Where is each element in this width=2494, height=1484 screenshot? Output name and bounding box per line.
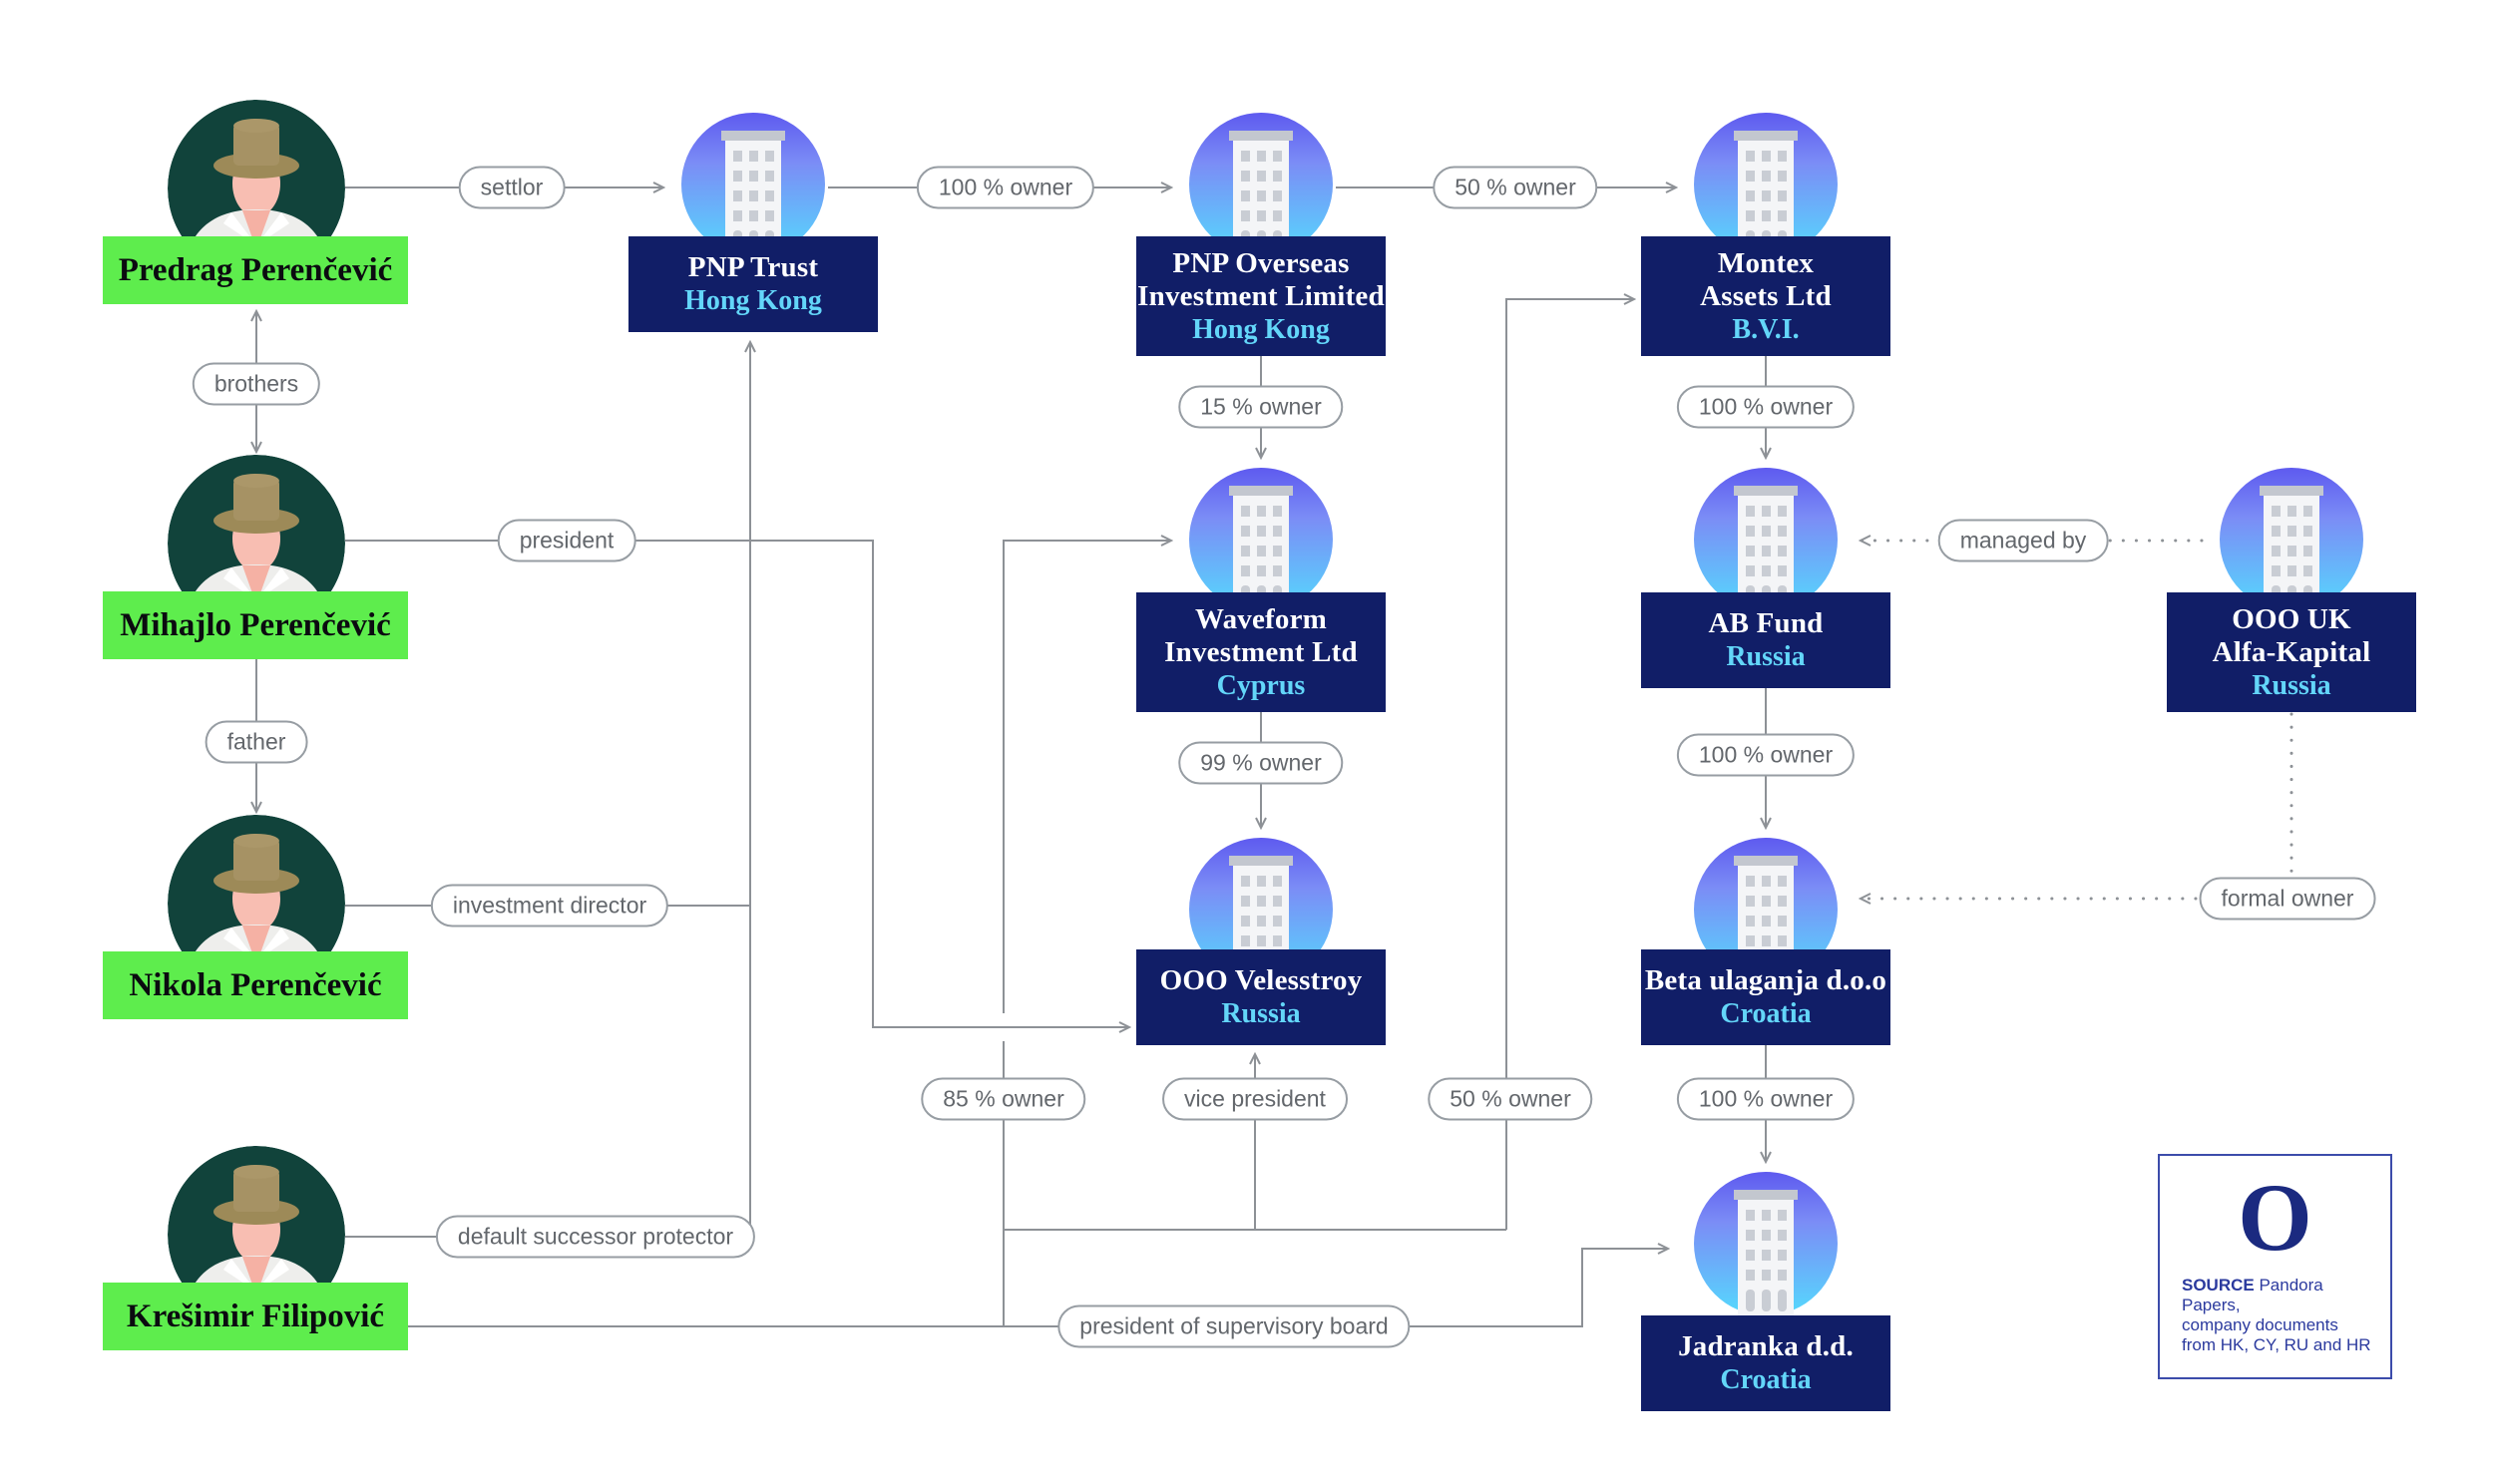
company-name: AB Fund — [1708, 607, 1824, 639]
relation-pill-owner50-top: 50 % owner — [1433, 166, 1598, 209]
company-location: Croatia — [1720, 1364, 1812, 1395]
person-name: Nikola Perenčević — [129, 966, 382, 1003]
company-name-2: Assets Ltd — [1700, 279, 1832, 312]
company-name: Jadranka d.d. — [1678, 1330, 1854, 1362]
person-label-nikola: Nikola Perenčević — [103, 951, 408, 1019]
relation-pill-owner15: 15 % owner — [1178, 385, 1344, 429]
company-node-pnp-trust: PNP Trust Hong Kong — [628, 236, 878, 332]
company-node-pnp-overseas: PNP Overseas Investment Limited Hong Kon… — [1136, 236, 1386, 356]
company-node-alfa-kapital: OOO UK Alfa-Kapital Russia — [2167, 592, 2416, 712]
person-icon — [168, 455, 345, 632]
source-line2: company documents — [2182, 1315, 2338, 1334]
relation-pill-formal-owner: formal owner — [2199, 877, 2376, 921]
relation-pill-owner85: 85 % owner — [921, 1077, 1086, 1121]
relation-pill-vice-president: vice president — [1162, 1077, 1348, 1121]
relation-pill-president: president — [497, 519, 636, 562]
company-name: OOO UK — [2232, 602, 2351, 635]
company-name-2: Investment Ltd — [1164, 635, 1358, 668]
source-label: SOURCE — [2182, 1276, 2260, 1295]
company-name: Waveform — [1194, 602, 1328, 635]
relation-pill-owner100-top: 100 % owner — [916, 166, 1095, 209]
company-node-waveform: Waveform Investment Ltd Cyprus — [1136, 592, 1386, 712]
company-name: PNP Overseas — [1172, 246, 1350, 279]
company-node-ab-fund: AB Fund Russia — [1641, 592, 1890, 688]
company-name: Beta ulaganja d.o.o — [1644, 964, 1887, 996]
relation-pill-supervisory: president of supervisory board — [1057, 1304, 1411, 1348]
relation-pill-managed-by: managed by — [1937, 519, 2109, 562]
relation-pill-owner100-montex: 100 % owner — [1676, 385, 1856, 429]
company-node-jadranka: Jadranka d.d. Croatia — [1641, 1315, 1890, 1411]
relation-pill-owner99: 99 % owner — [1178, 741, 1344, 785]
person-name: Mihajlo Perenčević — [120, 606, 391, 643]
building-icon — [1734, 1190, 1798, 1319]
company-name: PNP Trust — [687, 251, 819, 283]
company-location: Hong Kong — [684, 285, 822, 316]
company-circle-pnp-trust — [681, 113, 825, 260]
edge-protector-trunk — [345, 343, 750, 1238]
company-name: OOO Velesstroy — [1159, 964, 1363, 996]
company-location: B.V.I. — [1732, 313, 1800, 345]
company-location: Russia — [1726, 641, 1806, 672]
company-location: Croatia — [1720, 998, 1812, 1029]
company-location: Cyprus — [1216, 669, 1306, 701]
source-box: O SOURCE Pandora Papers, company documen… — [2158, 1154, 2392, 1379]
edge-owner85-high — [1003, 541, 1170, 1013]
source-text: SOURCE Pandora Papers, company documents… — [2182, 1276, 2377, 1355]
company-location: Russia — [2252, 669, 2331, 701]
relation-pill-owner100-ab: 100 % owner — [1676, 733, 1856, 777]
relation-pill-owner100-beta: 100 % owner — [1676, 1077, 1856, 1121]
company-name-2: Investment Limited — [1137, 279, 1385, 312]
company-node-velesstroy: OOO Velesstroy Russia — [1136, 949, 1386, 1045]
occrp-o-logo: O — [2238, 1164, 2312, 1271]
company-location: Russia — [1221, 998, 1301, 1029]
relation-pill-father: father — [205, 720, 308, 764]
person-name: Krešimir Filipović — [126, 1298, 385, 1334]
edge-president — [345, 540, 1128, 1027]
relation-pill-owner50-bottom: 50 % owner — [1428, 1077, 1593, 1121]
person-name: Predrag Perenčević — [118, 251, 393, 288]
relation-pill-brothers: brothers — [192, 362, 321, 406]
company-location: Hong Kong — [1192, 313, 1330, 345]
company-circle-jadranka — [1694, 1172, 1838, 1319]
company-name-2: Alfa-Kapital — [2212, 635, 2371, 668]
company-node-beta-ulaganja: Beta ulaganja d.o.o Croatia — [1641, 949, 1890, 1045]
relation-pill-protector: default successor protector — [435, 1215, 756, 1259]
edge-supervisory — [408, 1249, 1667, 1327]
company-node-montex: Montex Assets Ltd B.V.I. — [1641, 236, 1890, 356]
source-line3: from HK, CY, RU and HR — [2182, 1335, 2371, 1354]
person-label-kresimir: Krešimir Filipović — [103, 1283, 408, 1350]
relation-pill-investment-director: investment director — [430, 884, 669, 928]
person-label-predrag: Predrag Perenčević — [103, 236, 408, 304]
person-label-mihajlo: Mihajlo Perenčević — [103, 591, 408, 659]
company-name: Montex — [1717, 246, 1815, 279]
company-circle-alfa-kapital — [2220, 468, 2363, 615]
source-line1: Pandora Papers, — [2182, 1276, 2323, 1314]
relation-pill-settlor: settlor — [458, 166, 566, 209]
edge-owner50-bottom — [1505, 299, 1633, 1230]
